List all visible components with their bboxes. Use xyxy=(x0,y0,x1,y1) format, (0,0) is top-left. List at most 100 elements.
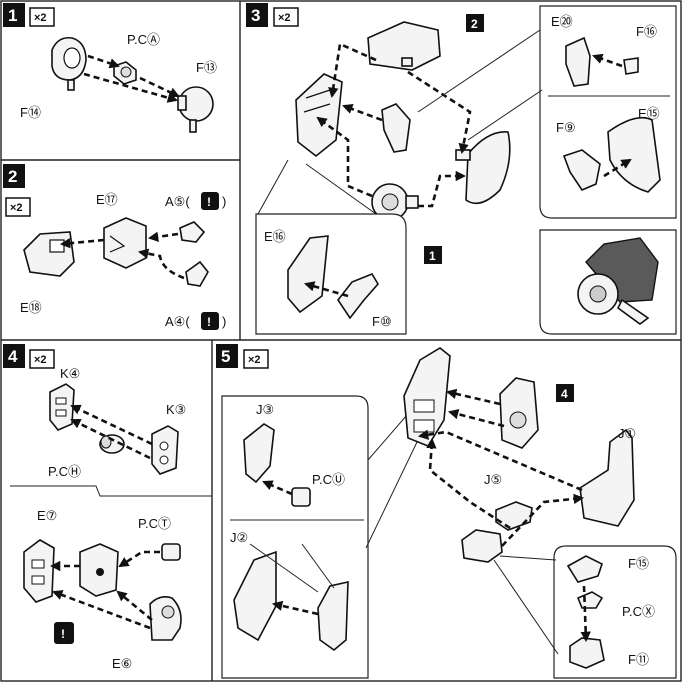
svg-text:3: 3 xyxy=(251,6,260,25)
assembly-arrow xyxy=(418,170,467,208)
assembly-arrow xyxy=(592,53,623,68)
label-f14: F⑭ xyxy=(20,105,41,120)
svg-text:A⑤(: A⑤( xyxy=(165,194,190,209)
callout-line xyxy=(365,439,419,549)
svg-text:×2: ×2 xyxy=(248,354,261,366)
part-bracket xyxy=(381,103,411,153)
assembly-arrow xyxy=(59,238,105,249)
callout-line xyxy=(499,555,557,561)
part-assembly-4 xyxy=(499,377,539,449)
callout-line xyxy=(305,163,377,215)
label-j3: J③ xyxy=(256,402,274,417)
reference-step-1: 1 xyxy=(424,246,442,264)
multiplier-badge: ×2 xyxy=(273,7,299,27)
label-pc-t: P.CⓉ xyxy=(138,516,171,531)
svg-text:×2: ×2 xyxy=(34,12,47,24)
label-f11: F⑪ xyxy=(628,652,649,667)
assembly-arrow xyxy=(70,418,151,460)
part-pc-t xyxy=(161,543,181,561)
detail-box-e16-f10: E⑯ F⑩ xyxy=(255,213,407,335)
label-e17: E⑰ xyxy=(96,192,118,207)
step-4-panel: 4 ×2 K④ K③ P.CⒽ xyxy=(3,344,212,671)
svg-text:2: 2 xyxy=(471,17,478,31)
assembly-arrow xyxy=(304,281,349,298)
label-e18: E⑱ xyxy=(20,300,42,315)
exclamation-box-icon: ! xyxy=(54,622,74,644)
step-5-panel: 5 ×2 J③ P.CⓊ J② xyxy=(216,344,677,679)
multiplier-badge: ×2 xyxy=(243,349,269,369)
label-e15: E⑮ xyxy=(638,106,660,121)
label-f15: F⑮ xyxy=(628,556,649,571)
assembly-arrow xyxy=(447,409,505,428)
svg-text:!: ! xyxy=(207,195,211,209)
label-a4-warning: A④( ! ) xyxy=(165,312,226,330)
callout-line xyxy=(493,559,559,655)
svg-text:5: 5 xyxy=(221,347,230,366)
reference-step-4: 4 xyxy=(556,384,574,402)
assembly-arrow xyxy=(139,76,180,98)
svg-text:4: 4 xyxy=(8,347,18,366)
assembly-arrow xyxy=(328,42,377,99)
assembly-arrow xyxy=(501,493,585,547)
detail-box-f15-f11: F⑮ P.CⓍ F⑪ xyxy=(553,545,677,679)
part-chest-block xyxy=(461,529,503,563)
part-assembly-2 xyxy=(367,21,441,71)
multiplier-badge: ×2 xyxy=(5,197,31,217)
svg-text:A④(: A④( xyxy=(165,314,190,329)
label-pc-x: P.CⓍ xyxy=(622,604,655,619)
label-k3: K③ xyxy=(166,402,186,417)
completed-view-step-3 xyxy=(539,229,677,335)
part-shell-left xyxy=(295,73,343,158)
svg-text:!: ! xyxy=(61,627,65,641)
part-f13 xyxy=(177,86,214,133)
part-e6 xyxy=(149,596,182,641)
svg-text:): ) xyxy=(222,314,226,329)
detail-box-j3-j2: J③ P.CⓊ J② xyxy=(221,395,369,679)
step-number-badge: 4 xyxy=(3,344,25,368)
part-a4 xyxy=(185,260,209,287)
part-e18 xyxy=(23,231,75,277)
callout-line xyxy=(257,159,289,215)
svg-text:×2: ×2 xyxy=(34,354,47,366)
label-f9: F⑨ xyxy=(556,120,576,135)
step-2-panel: 2 ×2 E⑰ E⑱ A⑤( ! ) A④( xyxy=(3,164,226,330)
assembly-arrow xyxy=(147,231,179,242)
assembly-arrow xyxy=(316,116,373,198)
label-f13: F⑬ xyxy=(196,60,217,75)
assembly-arrow xyxy=(262,480,293,496)
label-j2: J② xyxy=(230,530,248,545)
step-number-badge: 5 xyxy=(216,344,238,368)
label-pc-a: P.CⒶ xyxy=(127,32,160,47)
label-e6: E⑥ xyxy=(112,656,132,671)
step-number-badge: 3 xyxy=(246,3,268,27)
assembly-arrow xyxy=(271,600,319,616)
exclamation-box-icon xyxy=(201,192,219,210)
assembly-arrow xyxy=(426,437,511,530)
assembly-arrow xyxy=(87,54,120,69)
assembly-arrow xyxy=(118,550,160,568)
label-e7: E⑦ xyxy=(37,508,57,523)
label-e20: E⑳ xyxy=(551,14,573,29)
assembly-arrow xyxy=(445,388,501,406)
step-3-panel: 3 ×2 2 xyxy=(246,3,677,335)
multiplier-badge: ×2 xyxy=(29,7,55,27)
callout-line xyxy=(417,29,541,113)
exclamation-box-icon xyxy=(201,312,219,330)
part-f14 xyxy=(51,36,87,91)
part-k3 xyxy=(151,425,179,475)
step-number-badge: 1 xyxy=(3,3,25,27)
label-j1: J① xyxy=(618,426,636,441)
callout-line xyxy=(467,89,543,141)
section-divider xyxy=(10,485,212,497)
svg-text:!: ! xyxy=(207,315,211,329)
assembly-arrow xyxy=(52,590,151,630)
label-f10: F⑩ xyxy=(372,314,392,329)
assembly-arrow xyxy=(70,404,153,446)
part-pc-a xyxy=(113,61,137,85)
svg-text:2: 2 xyxy=(8,167,17,186)
assembly-arrow xyxy=(603,158,632,178)
assembly-arrow xyxy=(83,72,179,103)
svg-text:1: 1 xyxy=(429,249,436,263)
label-j5: J⑤ xyxy=(484,472,502,487)
